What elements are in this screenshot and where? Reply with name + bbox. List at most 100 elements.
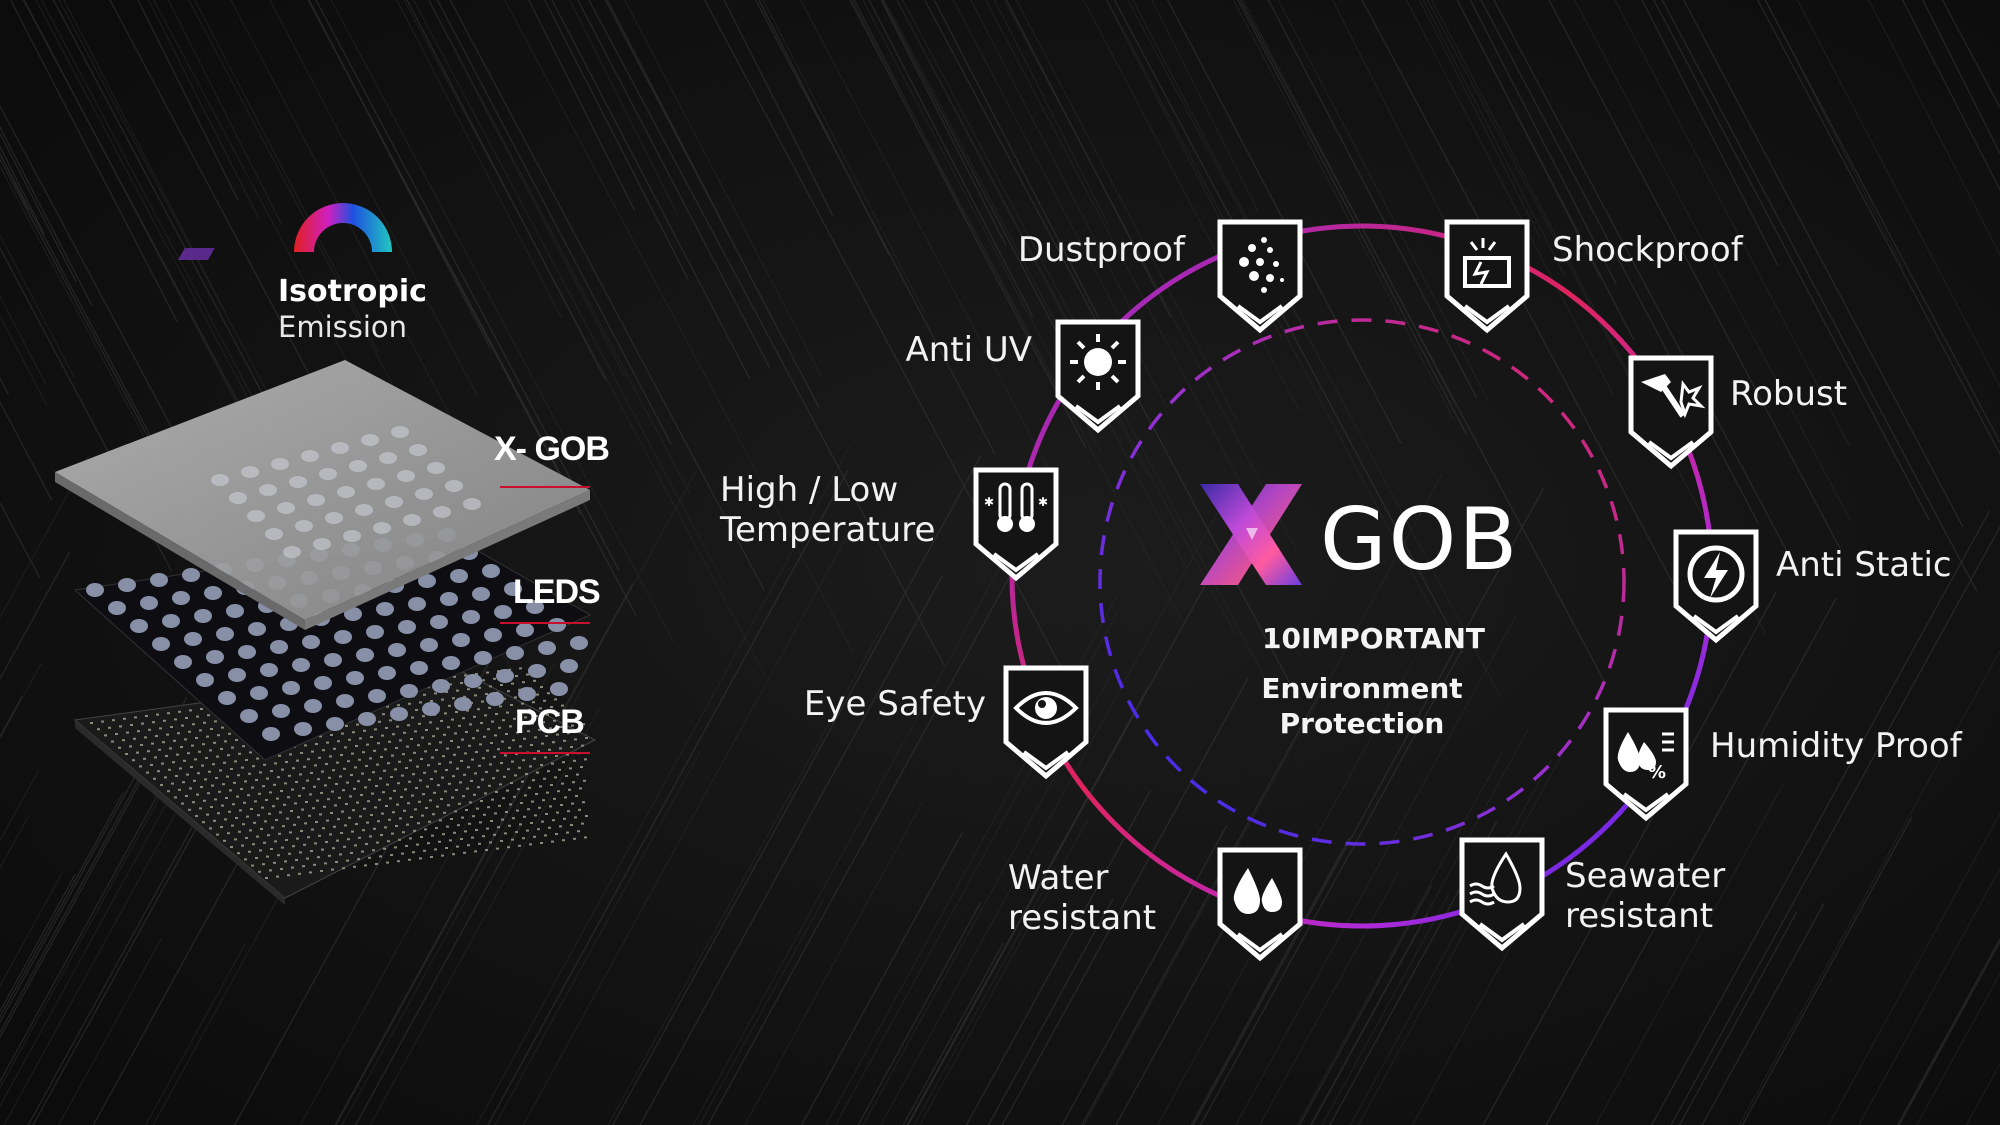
- pcb-dot: [514, 696, 517, 699]
- pcb-dot: [548, 826, 551, 829]
- pcb-dot: [451, 796, 454, 799]
- pcb-dot: [584, 836, 587, 839]
- pcb-dot: [469, 723, 472, 726]
- pcb-dot: [272, 805, 275, 808]
- pcb-dot: [252, 765, 255, 768]
- pcb-dot: [278, 754, 281, 757]
- pcb-dot: [471, 836, 474, 839]
- pcb-dot: [385, 727, 388, 729]
- bg-streak: [1482, 591, 1778, 1125]
- pcb-dot: [237, 774, 240, 777]
- bg-streak: [1001, 678, 1249, 1125]
- pcb-dot: [503, 775, 506, 778]
- pcb-dot: [318, 756, 321, 759]
- pcb-dot: [354, 766, 357, 769]
- pcb-dot: [165, 755, 168, 757]
- pcb-dot: [517, 788, 520, 791]
- bg-streak: [9, 0, 178, 323]
- pcb-dot: [477, 786, 480, 789]
- pcb-dot: [270, 770, 273, 772]
- pcb-dot: [379, 777, 382, 780]
- pcb-dot: [402, 831, 405, 834]
- pcb-dot: [443, 811, 446, 814]
- pcb-dot: [496, 769, 499, 772]
- bg-streak: [1259, 873, 1399, 1125]
- pcb-dot: [501, 818, 504, 821]
- logo-word: GOB: [1320, 490, 1520, 590]
- pcb-dot: [419, 857, 422, 860]
- pcb-dot: [394, 846, 397, 849]
- pcb-dot: [300, 830, 303, 832]
- led-dot: [526, 600, 544, 614]
- pcb-dot: [206, 735, 209, 738]
- pcb-dot: [416, 765, 419, 768]
- pcb-dot: [246, 815, 249, 818]
- bg-streak: [0, 551, 71, 680]
- pcb-dot: [395, 747, 398, 749]
- led-dot: [410, 661, 428, 675]
- pcb-dot: [310, 850, 313, 852]
- pcb-dot: [584, 758, 587, 761]
- pcb-dot: [263, 841, 266, 844]
- bg-streak: [148, 0, 260, 219]
- pcb-dot: [475, 751, 478, 753]
- pcb-dot: [513, 795, 516, 798]
- pcb-dot: [331, 790, 334, 793]
- pcb-dot: [276, 875, 279, 878]
- pcb-dot: [523, 815, 526, 818]
- pcb-dot: [210, 728, 213, 730]
- pcb-dot: [353, 865, 356, 868]
- pcb-dot: [344, 746, 347, 749]
- pcb-dot: [434, 692, 437, 695]
- pcb-dot: [456, 689, 459, 692]
- pcb-dot: [529, 843, 532, 846]
- led-dot: [250, 686, 268, 700]
- pcb-dot: [562, 761, 565, 764]
- bg-streak: [577, 0, 771, 369]
- x-logo-icon: [1200, 484, 1302, 585]
- pcb-dot: [304, 822, 307, 825]
- pcb-dot: [192, 801, 195, 804]
- pcb-dot: [443, 733, 446, 736]
- bg-streak: [1965, 1062, 2000, 1125]
- pcb-dot: [555, 833, 558, 835]
- pcb-dot: [415, 709, 418, 711]
- pcb-dot: [261, 806, 264, 809]
- bg-streak: [1151, 0, 1259, 213]
- feature-label-robust: Robust: [1730, 374, 1848, 414]
- pcb-dot: [466, 709, 469, 712]
- pcb-dot: [420, 758, 423, 760]
- pcb-dot: [482, 679, 485, 682]
- pcb-dot: [417, 822, 420, 825]
- pcb-dot: [389, 719, 392, 722]
- pcb-dot: [169, 747, 172, 750]
- pcb-dot: [199, 729, 202, 732]
- bg-streak: [1127, 0, 1500, 696]
- pcb-dot: [434, 848, 437, 851]
- bg-streak: [1418, 0, 1541, 239]
- pcb-dot: [541, 820, 544, 823]
- isotropic-title: Isotropic: [278, 274, 427, 309]
- pcb-dot: [396, 725, 399, 728]
- led-dot: [400, 684, 418, 698]
- pcb-dot: [255, 779, 258, 781]
- pcb-dot: [415, 787, 418, 789]
- pcb-dot: [188, 808, 191, 811]
- pcb-dot: [317, 778, 320, 781]
- pcb-dot: [343, 845, 346, 848]
- pcb-dot: [377, 820, 380, 823]
- pcb-dot: [486, 671, 489, 674]
- led-dot: [496, 669, 514, 683]
- pcb-dot: [241, 844, 244, 847]
- bg-streak: [1239, 0, 1606, 683]
- pcb-dot: [553, 797, 556, 800]
- led-dot: [118, 578, 136, 592]
- pcb-dot: [379, 855, 382, 858]
- layer-line-leds: [500, 622, 590, 624]
- pcb-dot: [307, 758, 310, 761]
- pcb-dot: [224, 740, 227, 743]
- pcb-dot: [566, 753, 569, 756]
- pcb-dot: [509, 803, 512, 806]
- pcb-dot: [351, 752, 354, 755]
- pcb-dot: [209, 749, 212, 752]
